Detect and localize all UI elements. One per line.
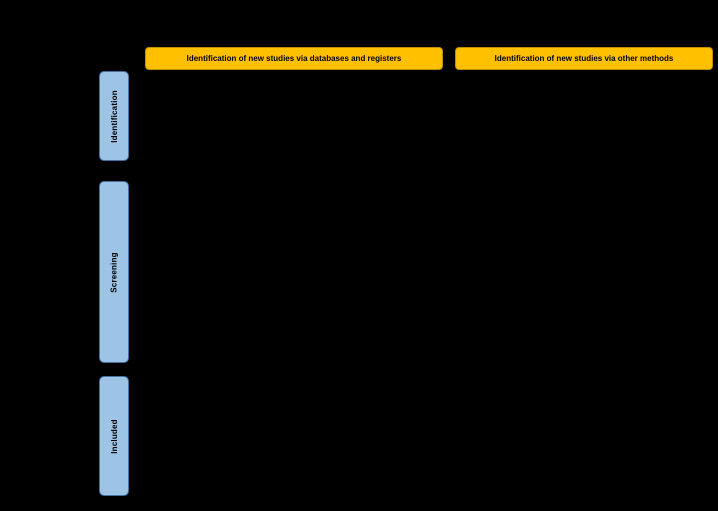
stage-identification-label: Identification	[109, 89, 119, 143]
header-databases-and-registers: Identification of new studies via databa…	[145, 47, 443, 70]
stage-screening: Screening	[99, 181, 129, 363]
stage-included: Included	[99, 376, 129, 496]
header-other-methods: Identification of new studies via other …	[455, 47, 713, 70]
stage-identification: Identification	[99, 71, 129, 161]
stage-included-label: Included	[109, 418, 119, 454]
stage-screening-label: Screening	[109, 251, 119, 293]
